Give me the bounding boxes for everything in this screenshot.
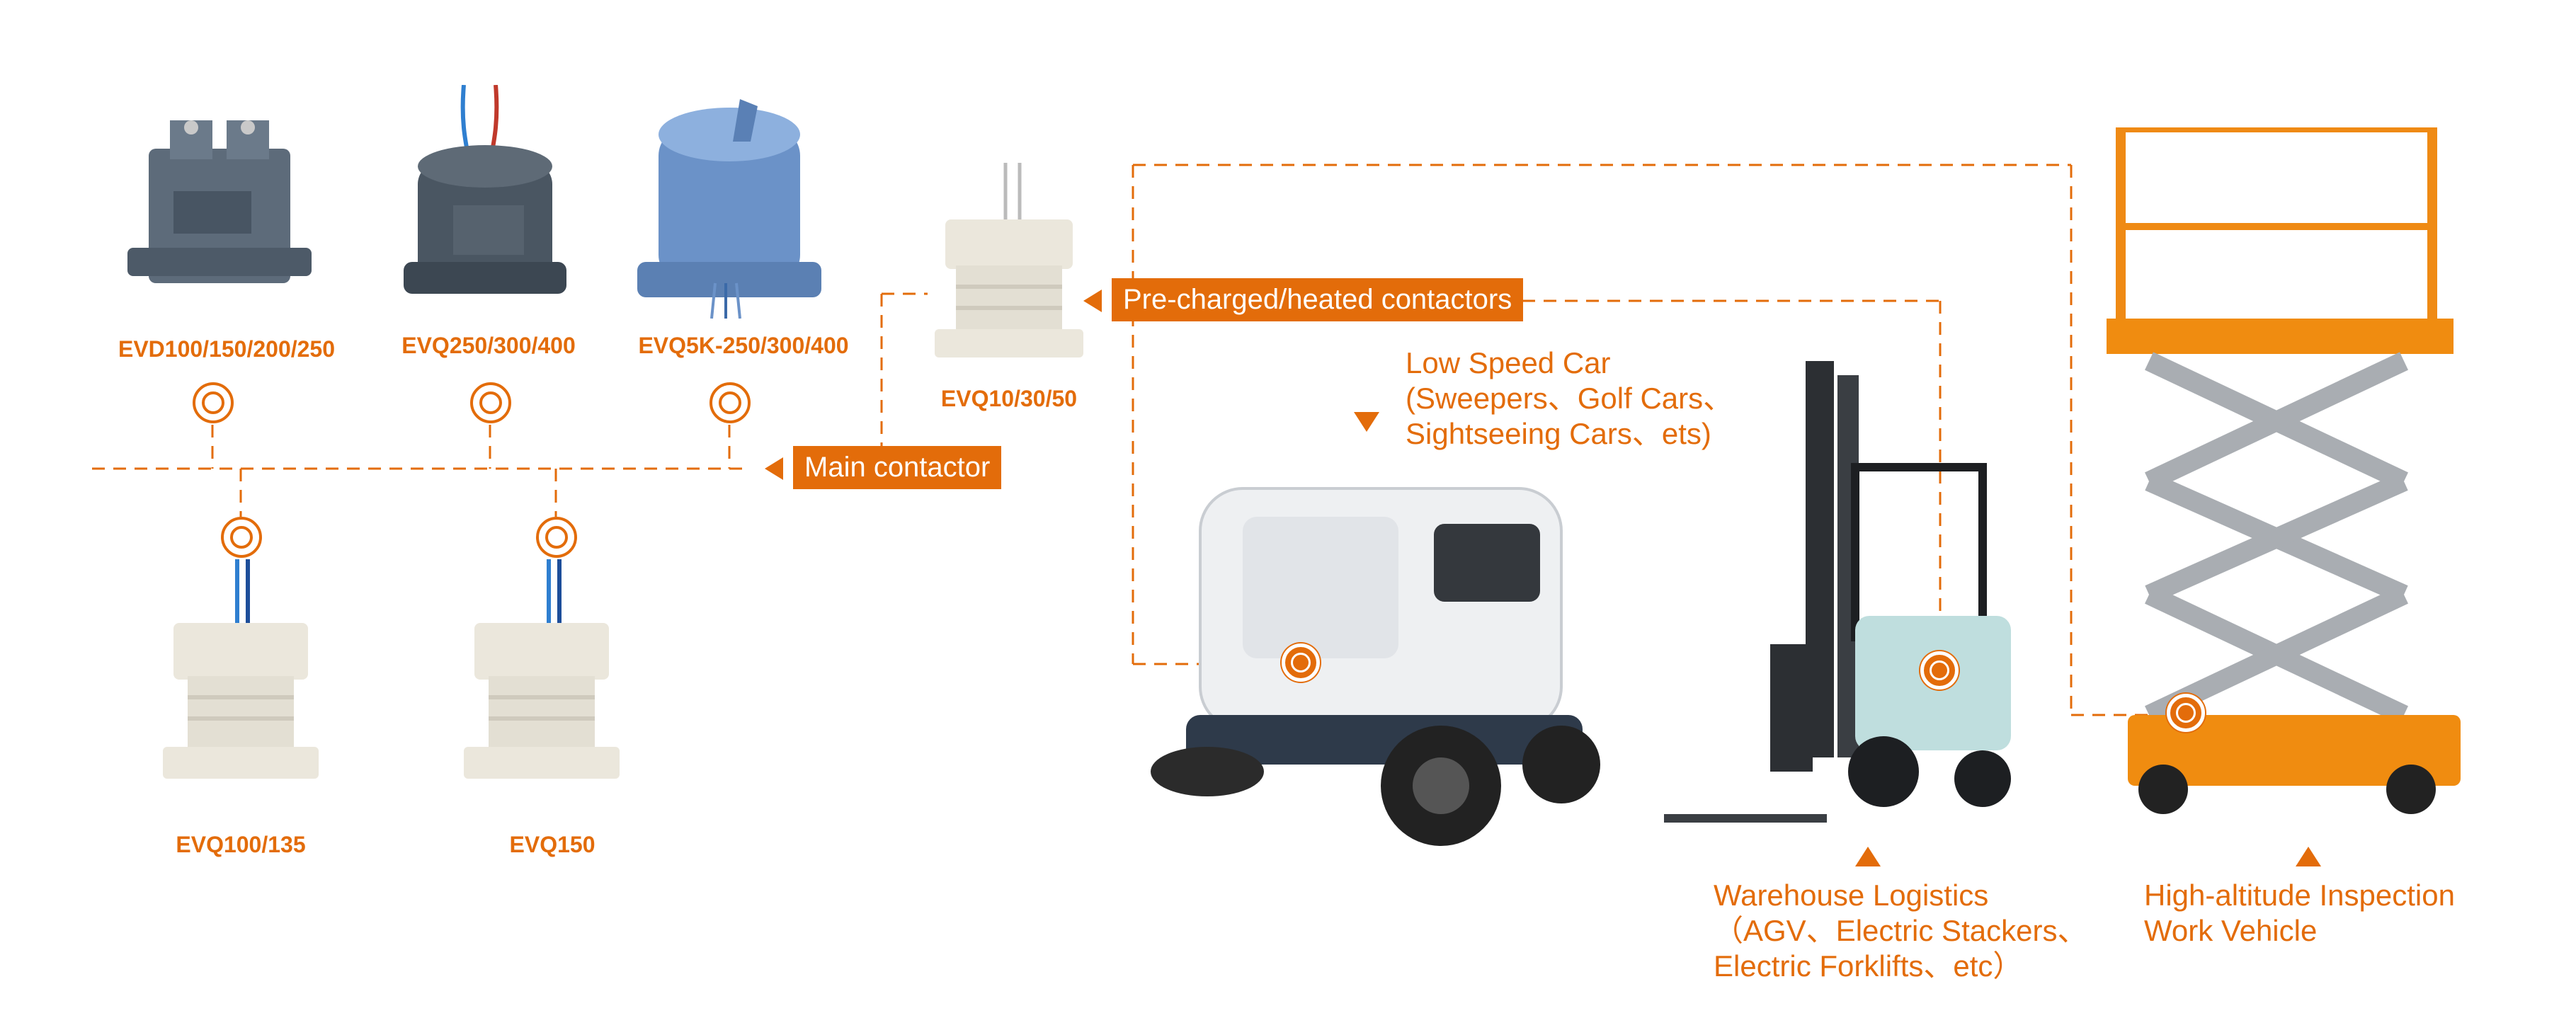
evq10-contactor-image: [935, 163, 1083, 357]
main-contactor-callout: Main contactor: [793, 446, 1002, 489]
connector-ring-evd: [193, 382, 234, 423]
product-label-evq10: EVQ10/30/50: [940, 386, 1078, 411]
product-label-evd: EVD100/150/200/250: [118, 336, 336, 362]
precharged-arrow-icon: [1083, 290, 1102, 312]
warehouse-detail: （AGV、Electric Stackers、 Electric Forklif…: [1714, 914, 2087, 983]
high-altitude-detail: Work Vehicle: [2144, 914, 2318, 947]
main-contactor-arrow-icon: [765, 457, 783, 480]
evq5k-contactor-image: [637, 99, 821, 319]
product-label-evq250: EVQ250/300/400: [401, 333, 576, 358]
warehouse-title: Warehouse Logistics: [1714, 879, 1989, 912]
evq150-contactor-image: [464, 559, 620, 779]
product-label-evq100: EVQ100/135: [176, 832, 306, 857]
low-speed-car-image: [1151, 487, 1600, 846]
low-speed-car-title: Low Speed Car: [1406, 346, 1611, 379]
low-speed-car-marker: [1282, 643, 1320, 682]
evd-contactor-image: [127, 120, 312, 283]
connector-ring-evq100: [221, 517, 262, 558]
scissor-lift-marker: [2167, 694, 2205, 732]
warehouse-pointer-icon: [1855, 847, 1881, 866]
high-altitude-title: High-altitude Inspection: [2144, 879, 2455, 912]
connector-ring-evq150: [536, 517, 577, 558]
evq100-contactor-image: [163, 559, 319, 779]
low-speed-car-detail: (Sweepers、Golf Cars、 Sightseeing Cars、et…: [1406, 382, 1733, 450]
forklift-marker: [1920, 651, 1959, 689]
connector-ring-evq5k: [709, 382, 751, 423]
connector-ring-evq250: [470, 382, 511, 423]
evq250-contactor-image: [404, 85, 566, 294]
high-altitude-pointer-icon: [2296, 847, 2321, 866]
low-speed-car-pointer-icon: [1354, 412, 1379, 432]
product-label-evq150: EVQ150: [509, 832, 595, 857]
precharged-callout: Pre-charged/heated contactors: [1112, 278, 1524, 321]
product-label-evq5k: EVQ5K-250/300/400: [638, 333, 849, 358]
scissor-lift-image: [2107, 127, 2461, 814]
